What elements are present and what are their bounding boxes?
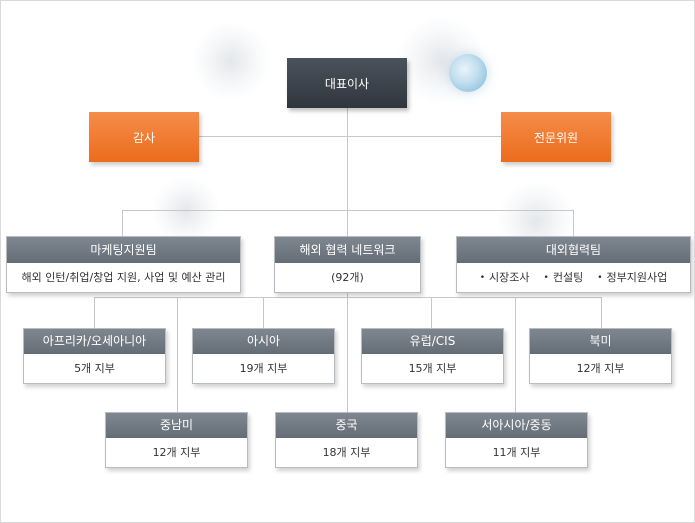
- ceo-label: 대표이사: [324, 76, 370, 91]
- connector-line: [177, 297, 178, 412]
- region-name: 서아시아/중동: [446, 413, 587, 438]
- region-latin-america: 중남미 12개 지부: [105, 412, 248, 468]
- connector-line: [515, 297, 516, 412]
- region-count: 19개 지부: [239, 362, 288, 375]
- department-items: 시장조사 컨설팅 정부지원사업: [457, 263, 690, 293]
- connector-line: [573, 210, 574, 237]
- region-name: 아프리카/오세아니아: [24, 329, 165, 354]
- department-item: 시장조사: [480, 263, 529, 293]
- department-external: 대외협력팀 시장조사 컨설팅 정부지원사업: [456, 236, 691, 293]
- connector-line: [601, 297, 602, 328]
- region-name: 북미: [530, 329, 671, 354]
- connector-line: [94, 297, 95, 328]
- advisory-label: 전문위원: [533, 130, 579, 145]
- connector-line: [94, 297, 602, 298]
- department-item: 정부지원사업: [597, 263, 668, 293]
- region-count: 5개 지부: [74, 362, 115, 375]
- region-europe-cis: 유럽/CIS 15개 지부: [361, 328, 504, 384]
- department-marketing: 마케팅지원팀 해외 인턴/취업/창업 지원, 사업 및 예산 관리: [6, 236, 241, 293]
- region-count: 15개 지부: [408, 362, 457, 375]
- audit-box: 감사: [89, 112, 199, 162]
- department-title: 대외협력팀: [457, 237, 690, 263]
- globe-icon: [449, 54, 487, 92]
- region-name: 유럽/CIS: [362, 329, 503, 354]
- region-africa-oceania: 아프리카/오세아니아 5개 지부: [23, 328, 166, 384]
- department-title: 마케팅지원팀: [7, 237, 240, 263]
- region-name: 아시아: [193, 329, 334, 354]
- decorative-orb: [151, 176, 221, 246]
- connector-line: [199, 136, 502, 137]
- region-name: 중국: [276, 413, 417, 438]
- department-network: 해외 협력 네트워크 (92개): [274, 236, 421, 293]
- department-title: 해외 협력 네트워크: [275, 237, 420, 263]
- region-name: 중남미: [106, 413, 247, 438]
- region-north-america: 북미 12개 지부: [529, 328, 672, 384]
- connector-line: [122, 210, 574, 211]
- connector-line: [431, 297, 432, 328]
- department-item: 컨설팅: [544, 263, 583, 293]
- audit-label: 감사: [132, 130, 156, 145]
- advisory-box: 전문위원: [501, 112, 611, 162]
- connector-line: [122, 210, 123, 237]
- region-count: 11개 지부: [492, 446, 541, 459]
- region-count: 18개 지부: [322, 446, 371, 459]
- connector-line: [347, 108, 348, 238]
- region-count: 12개 지부: [152, 446, 201, 459]
- department-body: 해외 인턴/취업/창업 지원, 사업 및 예산 관리: [21, 271, 226, 284]
- department-body: (92개): [331, 271, 364, 284]
- region-west-asia-middle-east: 서아시아/중동 11개 지부: [445, 412, 588, 468]
- ceo-box: 대표이사: [287, 58, 407, 108]
- connector-line: [347, 293, 348, 412]
- connector-line: [263, 297, 264, 328]
- region-asia: 아시아 19개 지부: [192, 328, 335, 384]
- decorative-orb: [191, 21, 271, 101]
- region-count: 12개 지부: [576, 362, 625, 375]
- region-china: 중국 18개 지부: [275, 412, 418, 468]
